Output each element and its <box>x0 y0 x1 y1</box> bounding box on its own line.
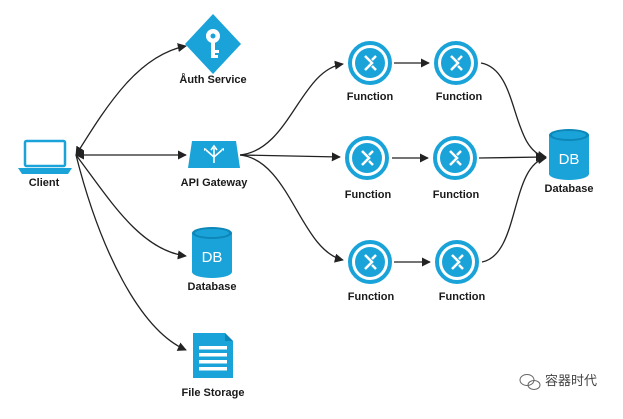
database-right-label: Database <box>545 183 594 195</box>
api-gateway-label: API Gateway <box>181 177 249 189</box>
edge-gateway-fn-r3 <box>239 154 344 263</box>
function-label-r3c2: Function <box>439 291 486 303</box>
database-right-node[interactable]: DB Database <box>545 129 594 195</box>
database-icon: DB <box>549 129 589 180</box>
function-label-r2c1: Function <box>345 189 392 201</box>
file-storage-label: File Storage <box>182 387 245 399</box>
database-left-label: Database <box>188 281 237 293</box>
client-label: Client <box>29 177 60 189</box>
function-icon <box>433 136 477 180</box>
function-label-r3c1: Function <box>348 291 395 303</box>
client-node[interactable]: Client <box>18 139 72 189</box>
watermark: 容器时代 <box>519 373 597 390</box>
function-icon <box>434 41 478 85</box>
function-node-r2c2[interactable]: Function <box>433 136 480 201</box>
wechat-icon <box>519 374 541 390</box>
key-icon <box>185 14 241 74</box>
api-gateway-node[interactable]: API Gateway <box>181 141 249 189</box>
edge-fn-r1-database <box>480 62 547 160</box>
edge-fn-r3-database <box>481 155 547 263</box>
document-icon <box>193 333 233 378</box>
function-node-r1c2[interactable]: Function <box>434 41 483 103</box>
watermark-text: 容器时代 <box>545 373 597 389</box>
database-icon: DB <box>192 227 232 278</box>
function-label-r2c2: Function <box>433 189 480 201</box>
function-icon <box>348 240 392 284</box>
function-icon <box>348 41 392 85</box>
function-node-r1c1[interactable]: Function <box>347 41 394 103</box>
function-node-r2c1[interactable]: Function <box>345 136 392 201</box>
auth-service-node[interactable]: Åuth Service <box>179 14 247 86</box>
file-storage-node[interactable]: File Storage <box>182 333 245 399</box>
database-left-node[interactable]: DB Database <box>188 227 237 293</box>
edge-gateway-fn-r2 <box>239 152 341 162</box>
edge-client-auth <box>75 43 187 156</box>
function-node-r3c2[interactable]: Function <box>435 240 486 303</box>
database-right-icon-text: DB <box>559 151 580 168</box>
edge-client-storage <box>75 154 187 351</box>
function-icon <box>435 240 479 284</box>
database-left-icon-text: DB <box>202 249 223 266</box>
edge-fn-r2-database <box>478 152 545 162</box>
function-label-r1c1: Function <box>347 91 394 103</box>
edge-gateway-fn-r1 <box>239 60 344 156</box>
edge-client-database <box>75 154 187 260</box>
gateway-icon <box>188 141 240 168</box>
auth-service-label: Åuth Service <box>179 73 246 86</box>
edges <box>75 43 547 351</box>
function-icon <box>345 136 389 180</box>
laptop-icon <box>18 139 72 174</box>
function-node-r3c1[interactable]: Function <box>348 240 395 303</box>
function-label-r1c2: Function <box>436 91 483 103</box>
